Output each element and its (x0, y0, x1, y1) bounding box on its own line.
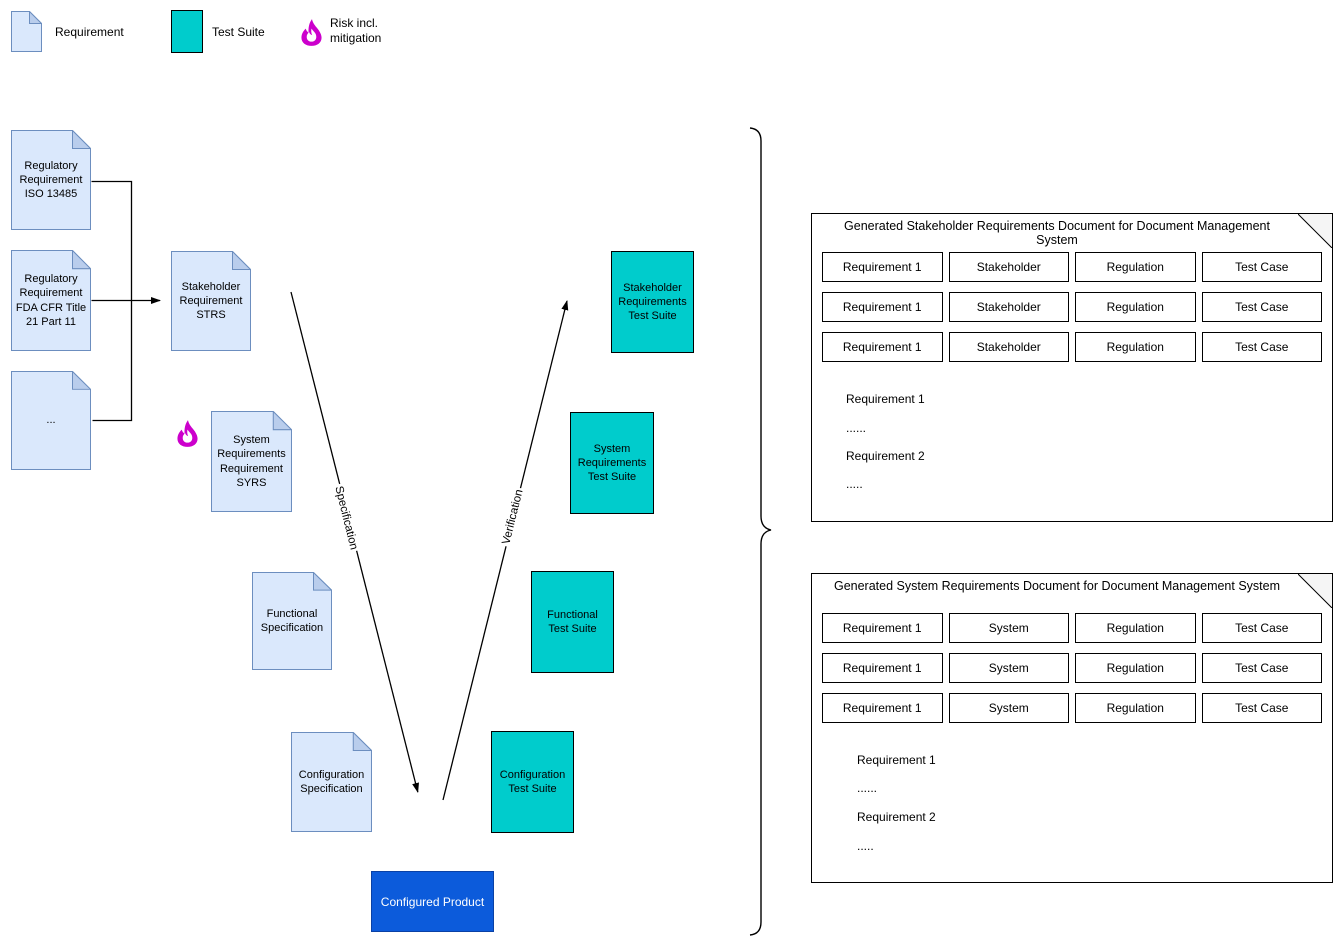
document-icon (11, 250, 91, 351)
doc-label: Regulatory Requirement ISO 13485 (19, 159, 83, 201)
body-text: Requirement 1 (857, 753, 936, 767)
table-cell: Test Case (1201, 613, 1322, 643)
doc-regulatory-fda: Regulatory Requirement FDA CFR Title 21 … (11, 250, 91, 351)
table-cell: Regulation (1075, 653, 1196, 683)
table-cell: System (948, 653, 1069, 683)
table-row: Requirement 1 Stakeholder Regulation Tes… (822, 252, 1322, 282)
panel-system-requirements-document: Generated System Requirements Document f… (811, 573, 1333, 883)
table-cell: Test Case (1201, 292, 1322, 322)
page-fold-icon (1298, 574, 1332, 608)
table-cell: Stakeholder (948, 332, 1069, 362)
doc-label: Regulatory Requirement FDA CFR Title 21 … (15, 273, 87, 328)
document-icon (11, 130, 91, 230)
legend-risk-flame-icon (300, 19, 323, 46)
table-row: Requirement 1 System Regulation Test Cas… (822, 613, 1322, 643)
table-cell: Requirement 1 (822, 653, 943, 683)
table-cell: Stakeholder (948, 292, 1069, 322)
legend-requirement-icon (11, 11, 42, 52)
doc-system-requirements-syrs: System Requirements Requirement SYRS (211, 411, 292, 512)
body-text: ..... (846, 477, 863, 491)
doc-label: System Requirements Requirement SYRS (217, 434, 286, 489)
legend-test-suite-swatch (171, 10, 203, 53)
doc-configuration-specification: Configuration Specification (291, 732, 372, 832)
table-cell: Requirement 1 (822, 613, 943, 643)
table-cell: Test Case (1201, 332, 1322, 362)
body-text: ..... (857, 839, 874, 853)
document-icon (252, 572, 332, 670)
table-cell: Requirement 1 (822, 252, 943, 282)
verification-arrow (442, 300, 569, 801)
page-fold-icon (1298, 214, 1332, 248)
regulatory-trunk-line (91, 180, 133, 422)
legend-test-suite-label: Test Suite (212, 25, 265, 39)
table-cell: Test Case (1201, 693, 1322, 723)
body-text: Requirement 1 (846, 392, 925, 406)
curly-brace (749, 127, 772, 936)
specification-edge-label: Specification (331, 482, 361, 554)
doc-functional-specification: Functional Specification (252, 572, 332, 670)
table-cell: Stakeholder (948, 252, 1069, 282)
table-cell: Regulation (1075, 613, 1196, 643)
panel-title: Generated System Requirements Document f… (833, 579, 1281, 593)
suite-stakeholder-requirements: Stakeholder Requirements Test Suite (611, 251, 694, 353)
doc-label: Functional Specification (260, 607, 324, 634)
table-cell: Test Case (1201, 653, 1322, 683)
table-row: Requirement 1 Stakeholder Regulation Tes… (822, 332, 1322, 362)
table-cell: System (948, 693, 1069, 723)
verification-edge-label: Verification (499, 486, 527, 548)
table-cell: Regulation (1075, 292, 1196, 322)
legend-requirement-label: Requirement (55, 25, 124, 39)
document-icon (211, 411, 292, 512)
table-cell: Test Case (1201, 252, 1322, 282)
table-cell: Regulation (1075, 693, 1196, 723)
risk-flame-icon (176, 420, 199, 447)
body-text: Requirement 2 (846, 449, 925, 463)
document-icon (11, 371, 91, 470)
table-cell: Regulation (1075, 252, 1196, 282)
configured-product-box: Configured Product (371, 871, 494, 932)
suite-configuration: Configuration Test Suite (491, 731, 574, 833)
table-cell: Requirement 1 (822, 693, 943, 723)
document-icon (291, 732, 372, 832)
doc-label: Stakeholder Requirement STRS (179, 280, 243, 322)
table-cell: Regulation (1075, 332, 1196, 362)
doc-regulatory-iso13485: Regulatory Requirement ISO 13485 (11, 130, 91, 230)
table-row: Requirement 1 System Regulation Test Cas… (822, 693, 1322, 723)
body-text: ...... (846, 421, 867, 435)
table-cell: Requirement 1 (822, 332, 943, 362)
table-cell: Requirement 1 (822, 292, 943, 322)
table-cell: System (948, 613, 1069, 643)
table-row: Requirement 1 Stakeholder Regulation Tes… (822, 292, 1322, 322)
document-icon (171, 251, 251, 351)
suite-functional: Functional Test Suite (531, 571, 614, 673)
doc-more-regulations: ... (11, 371, 91, 470)
doc-stakeholder-requirement-strs: Stakeholder Requirement STRS (171, 251, 251, 351)
legend-risk-label: Risk incl. mitigation (330, 16, 382, 45)
suite-system-requirements: System Requirements Test Suite (570, 412, 654, 514)
document-icon (11, 11, 42, 52)
body-text: ...... (857, 781, 878, 795)
table-row: Requirement 1 System Regulation Test Cas… (822, 653, 1322, 683)
panel-title: Generated Stakeholder Requirements Docum… (844, 219, 1270, 247)
panel-stakeholder-requirements-document: Generated Stakeholder Requirements Docum… (811, 213, 1333, 522)
doc-label: ... (46, 414, 56, 427)
body-text: Requirement 2 (857, 810, 936, 824)
doc-label: Configuration Specification (298, 768, 365, 795)
